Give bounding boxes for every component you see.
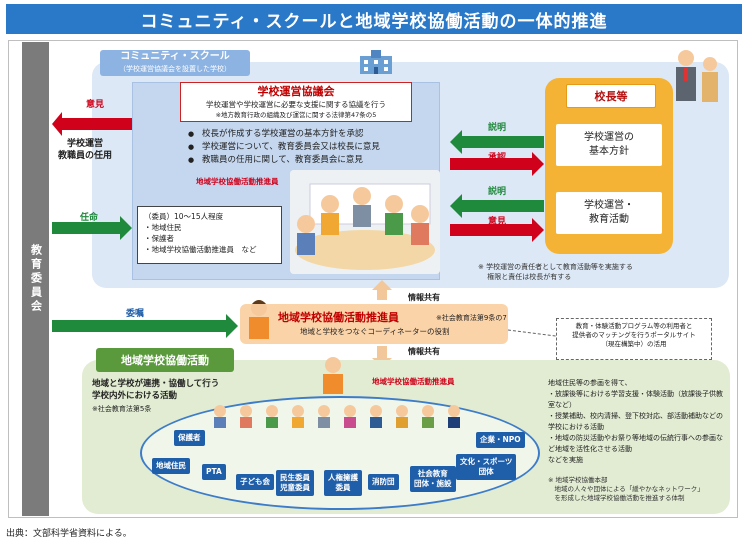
- page-title: コミュニティ・スクールと地域学校協働活動の一体的推進: [6, 4, 742, 34]
- activity-note: ・授業補助、校内清掃、登下校対応、部活動補助などの学校における活動: [548, 412, 723, 431]
- info-share-label-2: 情報共有: [408, 347, 440, 356]
- opinion-right-arrow: [450, 218, 544, 242]
- community-ellipse: [140, 396, 540, 510]
- portal-connector: [507, 329, 557, 337]
- community-school-subtitle: （学校運営協議会を設置した学校）: [119, 65, 231, 73]
- group-chip: 企業・NPO: [476, 432, 525, 448]
- promoter-subtitle: 地域と学校をつなぐコーディネーターの役割: [300, 327, 450, 336]
- education-board-bar: 教育委員会: [22, 42, 49, 516]
- appoint-label: 任命: [80, 213, 99, 223]
- council-title-box: 学校運営協議会 学校運営や学校運営に必要な支援に関する協議を行う ※地方教育行政…: [180, 82, 412, 122]
- community-school-label: コミュニティ・スクール （学校運営協議会を設置した学校）: [100, 50, 250, 76]
- appoint-arrow: [52, 216, 132, 240]
- group-chip: 人権擁護 委員: [324, 470, 362, 496]
- principal-people-icon: [676, 50, 718, 102]
- responsibility-note: ※ 学校運営の責任者として教育活動等を実施する 権限と責任は校長が有する: [478, 263, 633, 281]
- group-chip: 民生委員 児童委員: [276, 470, 314, 496]
- appointment-note: 学校運営 教職員の任用: [58, 139, 113, 161]
- activity-note: 地域住民等の参画を得て、: [548, 379, 632, 387]
- local-promoter-icon: [323, 357, 343, 394]
- group-chip: 子ども会: [236, 474, 274, 490]
- local-activity-desc: 地域と学校が連携・協働して行う 学校内外における活動: [92, 379, 220, 401]
- opinion-right-label: 意見: [488, 217, 507, 227]
- approve-label: 承認: [488, 153, 507, 163]
- school-operation-box: 学校運営・ 教育活動: [556, 192, 662, 234]
- info-share-label-1: 情報共有: [408, 293, 440, 302]
- approve-arrow: [450, 152, 544, 176]
- local-activity-label: 地域学校協働活動: [96, 348, 234, 372]
- portal-note: 教育・体験活動プログラム等の利用者と 提供者のマッチングを行うポータルサイト （…: [556, 318, 712, 360]
- group-chip: PTA: [202, 464, 226, 480]
- source-note: 出典：文部科学省資料による。: [6, 529, 132, 539]
- council-bullet: 教職員の任用に関して、教育委員会に意見: [188, 154, 428, 167]
- promoter-law-note: ※社会教育法第9条の7: [436, 314, 507, 322]
- community-school-title: コミュニティ・スクール: [120, 51, 230, 62]
- council-title: 学校運営協議会: [257, 85, 335, 98]
- activity-note: などを実施: [548, 456, 583, 464]
- people-row-icon: [214, 405, 460, 428]
- local-promoter-tag: 地域学校協働活動推進員: [372, 377, 455, 386]
- council-law-note: ※地方教育行政の組織及び運営に関する法律第47条の5: [215, 111, 377, 119]
- explain-label-1: 説明: [488, 123, 507, 133]
- explain-label-2: 説明: [488, 187, 507, 197]
- council-bullets: 校長が作成する学校運営の基本方針を承認 学校運営について、教育委員会又は校長に意…: [188, 128, 428, 167]
- activity-note: ・放課後等における学習支援・体験活動（放課後子供教室など）: [548, 390, 723, 409]
- opinion-left-arrow: [52, 112, 132, 136]
- explain-arrow-2: [450, 194, 544, 218]
- principal-label: 校長等: [566, 84, 656, 108]
- promoter-person-icon: [249, 300, 269, 339]
- headquarters-note: ※ 地域学校協働本部 地域の人々や団体による「緩やかなネットワーク」 を形成した…: [548, 476, 704, 502]
- committee-member: ・保護者: [144, 234, 174, 243]
- group-chip: 社会教育 団体・施設: [410, 466, 456, 492]
- council-bullet: 学校運営について、教育委員会又は校長に意見: [188, 141, 428, 154]
- promoter-box: [240, 304, 508, 344]
- council-promoter-label: 地域学校協働活動推進員: [196, 177, 279, 186]
- entrust-label: 委嘱: [126, 309, 145, 319]
- group-chip: 文化・スポーツ 団体: [456, 454, 517, 480]
- group-chip: 消防団: [368, 474, 399, 490]
- group-chip: 保護者: [174, 430, 205, 446]
- activity-note: ・地域の防災活動やお祭り等地域の伝統行事への参画など地域を活性化させる活動: [548, 434, 723, 453]
- committee-box: （委員）10～15人程度 ・地域住民 ・保護者 ・地域学校協働活動推進員 など: [137, 206, 282, 264]
- promoter-title: 地域学校協働活動推進員: [278, 311, 399, 324]
- committee-member: ・地域住民: [144, 223, 182, 232]
- basic-policy-box: 学校運営の 基本方針: [556, 124, 662, 166]
- local-activity-notes: 地域住民等の参画を得て、 ・放課後等における学習支援・体験活動（放課後子供教室な…: [548, 378, 726, 466]
- council-bullet: 校長が作成する学校運営の基本方針を承認: [188, 128, 428, 141]
- explain-arrow-1: [450, 130, 544, 154]
- info-share-arrow-up: [372, 280, 392, 300]
- opinion-left-label: 意見: [86, 100, 105, 110]
- local-activity-law-note: ※社会教育法第5条: [92, 405, 152, 413]
- committee-title: （委員）10～15人程度: [144, 212, 224, 221]
- entrust-arrow: [52, 314, 238, 338]
- group-chip: 地域住民: [152, 458, 190, 474]
- council-subtitle: 学校運営や学校運営に必要な支援に関する協議を行う: [206, 100, 386, 109]
- committee-member: ・地域学校協働活動推進員 など: [144, 245, 257, 254]
- school-building-icon: [360, 50, 392, 74]
- meeting-illustration: [290, 170, 440, 274]
